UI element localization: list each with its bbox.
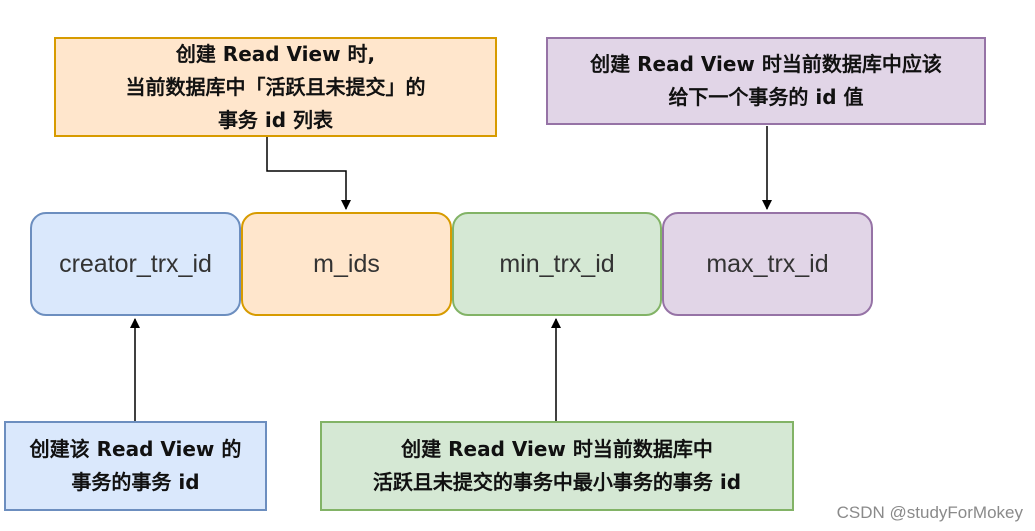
field-m-ids: m_ids [241, 212, 452, 316]
note-line: 创建 Read View 时当前数据库中应该 [590, 52, 942, 76]
field-creator-trx-id: creator_trx_id [30, 212, 241, 316]
field-label: m_ids [313, 249, 380, 278]
note-m-ids: 创建 Read View 时, 当前数据库中「活跃且未提交」的 事务 id 列表 [54, 37, 497, 137]
field-min-trx-id: min_trx_id [452, 212, 662, 316]
note-line: 活跃且未提交的事务中最小事务的事务 id [372, 470, 742, 494]
note-line: 事务 id 列表 [217, 107, 334, 132]
watermark: CSDN @studyForMokey [836, 503, 1023, 522]
field-label: min_trx_id [499, 249, 615, 278]
note-line: 当前数据库中「活跃且未提交」的 [125, 74, 426, 99]
arrow-m-ids [266, 136, 351, 210]
field-label: creator_trx_id [59, 249, 212, 278]
note-line: 创建该 Read View 的 [29, 437, 242, 461]
note-line: 创建 Read View 时当前数据库中 [401, 437, 713, 461]
note-min-trx-id: 创建 Read View 时当前数据库中 活跃且未提交的事务中最小事务的事务 i… [320, 421, 794, 511]
field-max-trx-id: max_trx_id [662, 212, 873, 316]
field-label: max_trx_id [706, 249, 829, 278]
note-max-trx-id: 创建 Read View 时当前数据库中应该 给下一个事务的 id 值 [546, 37, 986, 125]
note-line: 事务的事务 id [71, 470, 200, 494]
note-creator-trx-id: 创建该 Read View 的 事务的事务 id [4, 421, 267, 511]
note-line: 给下一个事务的 id 值 [668, 85, 864, 109]
note-line: 创建 Read View 时, [175, 41, 376, 66]
